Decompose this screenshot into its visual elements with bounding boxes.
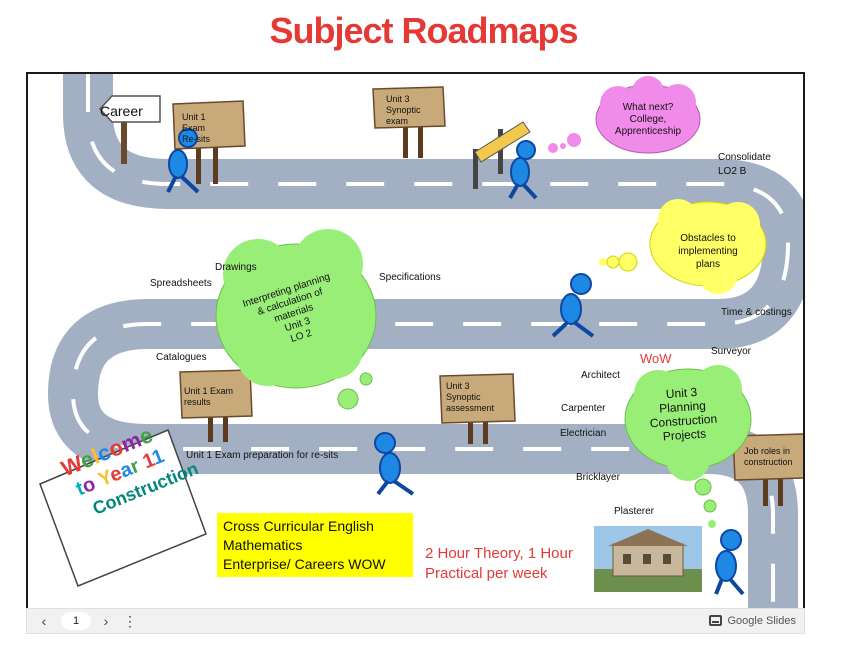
career-sign-label: Career [100, 103, 143, 119]
welcome-card [39, 429, 207, 587]
sign-line: Unit 1 Exam [184, 386, 234, 396]
sign-job-roles [732, 433, 803, 506]
label-carpenter: Carpenter [561, 403, 606, 414]
label-catalogues: Catalogues [156, 352, 207, 363]
cloud-unit3-planning [624, 365, 752, 528]
house-photo [594, 526, 702, 592]
google-slides-link[interactable]: Google Slides [727, 615, 797, 627]
slides-icon[interactable] [709, 615, 722, 626]
label-electrician: Electrician [560, 428, 607, 439]
sign-line: assessment [446, 403, 495, 413]
cloud-interpreting [215, 229, 377, 410]
sign-unit3-synoptic-exam [372, 86, 446, 158]
sign-job-roles-text: Job roles in construction [744, 446, 793, 468]
sign-unit3-synoptic-assessment-text: Unit 3 Synoptic assessment [446, 381, 494, 414]
sign-unit3-synoptic-exam-text: Unit 3 Synoptic exam [386, 94, 421, 127]
slide-canvas: Career Unit 1 Exam Re-sits Unit 3 Synopt… [26, 72, 805, 608]
label-wow: WoW [640, 351, 672, 366]
cloud-unit3-planning-text: Unit 3 Planning Construction Projects [626, 382, 740, 446]
runner-figure [374, 432, 415, 496]
sign-line: Job roles in [744, 446, 791, 456]
sign-line: Unit 3 [386, 94, 410, 104]
label-drawings: Drawings [215, 262, 257, 273]
winding-road [48, 74, 803, 608]
more-options-button[interactable]: ⋮ [123, 613, 137, 629]
cloud-line: plans [696, 259, 720, 270]
runner-figure [551, 273, 595, 338]
previous-slide-button[interactable]: ‹ [41, 613, 47, 629]
runner-figure [714, 529, 745, 596]
next-slide-button[interactable]: › [103, 613, 109, 629]
cloud-obstacles [599, 199, 767, 294]
theory-line: 2 Hour Theory, 1 Hour [425, 545, 573, 562]
cross-curricular-line: Mathematics [223, 537, 303, 553]
cross-curricular-line: Cross Curricular English [223, 518, 374, 534]
label-consolidate: Consolidate LO2 B [718, 151, 771, 179]
label-exam-prep: Unit 1 Exam preparation for re-sits [186, 450, 339, 461]
label-bricklayer: Bricklayer [576, 472, 620, 483]
sign-unit3-synoptic-assessment [439, 373, 516, 444]
label-specifications: Specifications [379, 272, 441, 283]
hurdle [473, 121, 531, 189]
roadmap-illustration [39, 74, 803, 608]
sign-line: Unit 1 [182, 112, 206, 122]
cloud-obstacles-text: Obstacles to implementing plans [658, 232, 758, 271]
label-line: Consolidate [718, 152, 771, 163]
sign-line: Synoptic [386, 105, 421, 115]
sign-line: results [184, 397, 211, 407]
page-title: Subject Roadmaps [269, 10, 578, 51]
label-time-costings: Time & costings [721, 307, 792, 318]
sign-unit1-resits-text: Unit 1 Exam Re-sits [182, 112, 210, 145]
runner-figure [508, 140, 538, 200]
career-signpost [98, 95, 161, 164]
cloud-line: implementing [678, 246, 738, 257]
sign-line: Exam [182, 123, 206, 133]
slide-number-field[interactable]: 1 [61, 612, 91, 630]
cloud-line: Apprenticeship [614, 126, 682, 137]
sign-line: Unit 3 [446, 381, 470, 391]
sign-line: construction [744, 457, 793, 467]
label-plasterer: Plasterer [614, 506, 655, 517]
cross-curricular-box: Cross Curricular English Mathematics Ent… [217, 513, 413, 577]
label-surveyor: Surveyor [711, 346, 752, 357]
slides-toolbar: ‹ 1 › ⋮ Google Slides [26, 608, 805, 634]
cross-curricular-line: Enterprise/ Careers WOW [223, 556, 386, 572]
cloud-what-next-text: What next? College, Apprenticeship [598, 102, 698, 138]
cloud-line: What next? [622, 102, 674, 113]
sign-line: exam [386, 116, 409, 126]
sign-unit1-results [179, 369, 253, 442]
sign-line: Synoptic [446, 392, 481, 402]
label-spreadsheets: Spreadsheets [150, 278, 212, 289]
cloud-line: College, [629, 114, 667, 125]
cloud-line: Obstacles to [680, 233, 736, 244]
label-line: LO2 B [718, 166, 747, 177]
sign-line: Re-sits [182, 134, 211, 144]
theory-practical-text: 2 Hour Theory, 1 Hour Practical per week [425, 544, 573, 584]
label-architect: Architect [581, 370, 620, 381]
cloud-what-next [548, 76, 701, 154]
sign-unit1-results-text: Unit 1 Exam results [184, 386, 233, 408]
theory-line: Practical per week [425, 565, 548, 582]
runner-figure [166, 128, 200, 194]
